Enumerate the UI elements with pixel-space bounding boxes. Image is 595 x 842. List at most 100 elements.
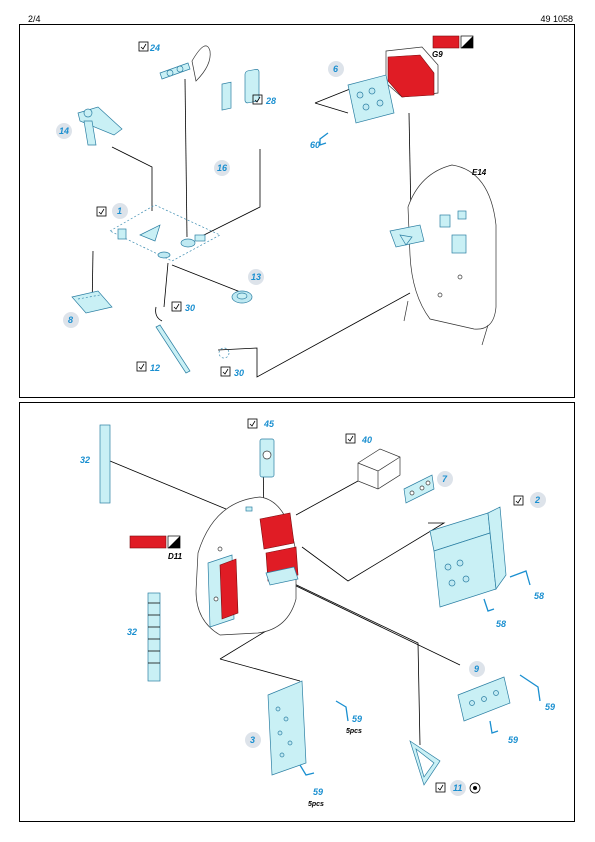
part-59-wire — [519, 674, 541, 702]
leader-line — [219, 658, 301, 682]
part-16-plate — [221, 81, 232, 111]
part-32-strip — [99, 424, 111, 504]
svg-text:11: 11 — [453, 783, 462, 793]
label-G9: G9 — [432, 50, 443, 59]
color-swatch-g9 — [432, 35, 474, 49]
leader-line — [314, 88, 351, 104]
label-3: 3 — [245, 732, 261, 748]
label-6: 6 — [328, 61, 344, 77]
svg-text:2: 2 — [534, 495, 540, 505]
page-number: 2/4 — [28, 14, 41, 24]
label-8: 8 — [63, 312, 79, 328]
label-59c: 59 — [352, 714, 362, 724]
label-2: 2 — [513, 492, 546, 508]
label-32a: 32 — [80, 455, 90, 465]
part-8-plate — [71, 290, 113, 314]
part-58-wire — [483, 598, 495, 612]
svg-text:12: 12 — [150, 363, 160, 373]
bottom-diagram: 45 40 32 7 2 D11 58 58 32 9 59 59 3 59 5… — [80, 418, 555, 808]
part-32-ladder — [147, 592, 161, 682]
part-58-wire — [509, 570, 531, 586]
leader-line — [295, 480, 359, 516]
label-1: 1 — [96, 203, 128, 219]
leader-line — [301, 522, 446, 582]
label-60: 60 — [310, 140, 320, 150]
product-code: 49 1058 — [540, 14, 573, 24]
svg-text:14: 14 — [59, 126, 69, 136]
label-59d: 59 — [313, 787, 323, 797]
label-12: 12 — [136, 361, 160, 373]
top-panel: 24 28 6 60 14 16 1 13 8 30 12 30 E14 — [19, 24, 575, 398]
label-14: 14 — [56, 123, 72, 139]
svg-text:24: 24 — [149, 43, 160, 53]
leader-line — [283, 578, 421, 746]
part-7-plate — [403, 474, 435, 504]
label-28: 28 — [252, 94, 276, 106]
part-59-wire — [489, 720, 499, 734]
leader-line — [314, 102, 349, 114]
label-58b: 58 — [496, 619, 506, 629]
label-59a: 59 — [545, 702, 555, 712]
part-14-bracket — [77, 106, 123, 146]
part-59-wire — [335, 700, 349, 722]
label-D11: D11 — [168, 552, 183, 561]
label-58a: 58 — [534, 591, 544, 601]
label-40: 40 — [345, 433, 372, 445]
svg-text:3: 3 — [250, 735, 255, 745]
label-7: 7 — [437, 471, 453, 487]
part-12-rod — [155, 324, 191, 374]
svg-text:9: 9 — [474, 664, 479, 674]
label-45: 45 — [247, 418, 275, 429]
svg-text:7: 7 — [442, 474, 448, 484]
part-2-rack — [429, 506, 507, 608]
part-9-panel — [457, 676, 511, 722]
part-45-plate — [259, 438, 275, 478]
part-28-strip — [244, 68, 260, 104]
label-24: 24 — [138, 41, 160, 53]
leader-line — [217, 292, 411, 378]
leader-line — [199, 149, 261, 238]
svg-text:40: 40 — [361, 435, 372, 445]
svg-text:1: 1 — [117, 206, 122, 216]
part-13-disc — [231, 290, 253, 304]
label-16: 16 — [214, 160, 230, 176]
svg-text:45: 45 — [263, 419, 275, 429]
label-13: 13 — [248, 269, 264, 285]
label-11: 11 — [435, 780, 481, 796]
label-5pcs-b: 5pcs — [308, 801, 324, 808]
label-30b: 30 — [220, 366, 244, 378]
part-30-clip — [155, 306, 163, 322]
leader-line — [289, 582, 461, 666]
label-5pcs-a: 5pcs — [346, 728, 362, 735]
part-60-wire — [319, 132, 329, 146]
part-30-small — [218, 347, 230, 359]
part-6-panel — [347, 46, 439, 124]
part-D11-sidewall — [195, 496, 299, 636]
svg-text:13: 13 — [251, 272, 261, 282]
part-40-box — [357, 448, 401, 490]
svg-text:28: 28 — [265, 96, 276, 106]
label-32b: 32 — [127, 627, 137, 637]
svg-text:8: 8 — [68, 315, 73, 325]
part-24-dial — [159, 45, 211, 82]
bottom-panel: 45 40 32 7 2 D11 58 58 32 9 59 59 3 59 5… — [19, 402, 575, 822]
part-59-wire — [299, 764, 315, 776]
top-diagram: 24 28 6 60 14 16 1 13 8 30 12 30 E14 — [56, 35, 497, 378]
label-9: 9 — [469, 661, 485, 677]
leader-line — [219, 630, 267, 660]
color-swatch-d11 — [129, 535, 181, 549]
leader-line — [171, 264, 249, 296]
svg-text:30: 30 — [234, 368, 244, 378]
leader-line — [109, 460, 227, 510]
label-30a: 30 — [171, 301, 195, 313]
part-11-triangle — [409, 740, 441, 786]
part-E14-sidewall — [389, 164, 497, 346]
leader-line — [163, 262, 169, 308]
leader-line — [184, 78, 188, 238]
label-E14: E14 — [472, 168, 487, 177]
part-1-base — [109, 204, 221, 262]
svg-text:6: 6 — [333, 64, 339, 74]
svg-text:16: 16 — [217, 163, 228, 173]
leader-line — [111, 146, 153, 211]
svg-text:30: 30 — [185, 303, 195, 313]
